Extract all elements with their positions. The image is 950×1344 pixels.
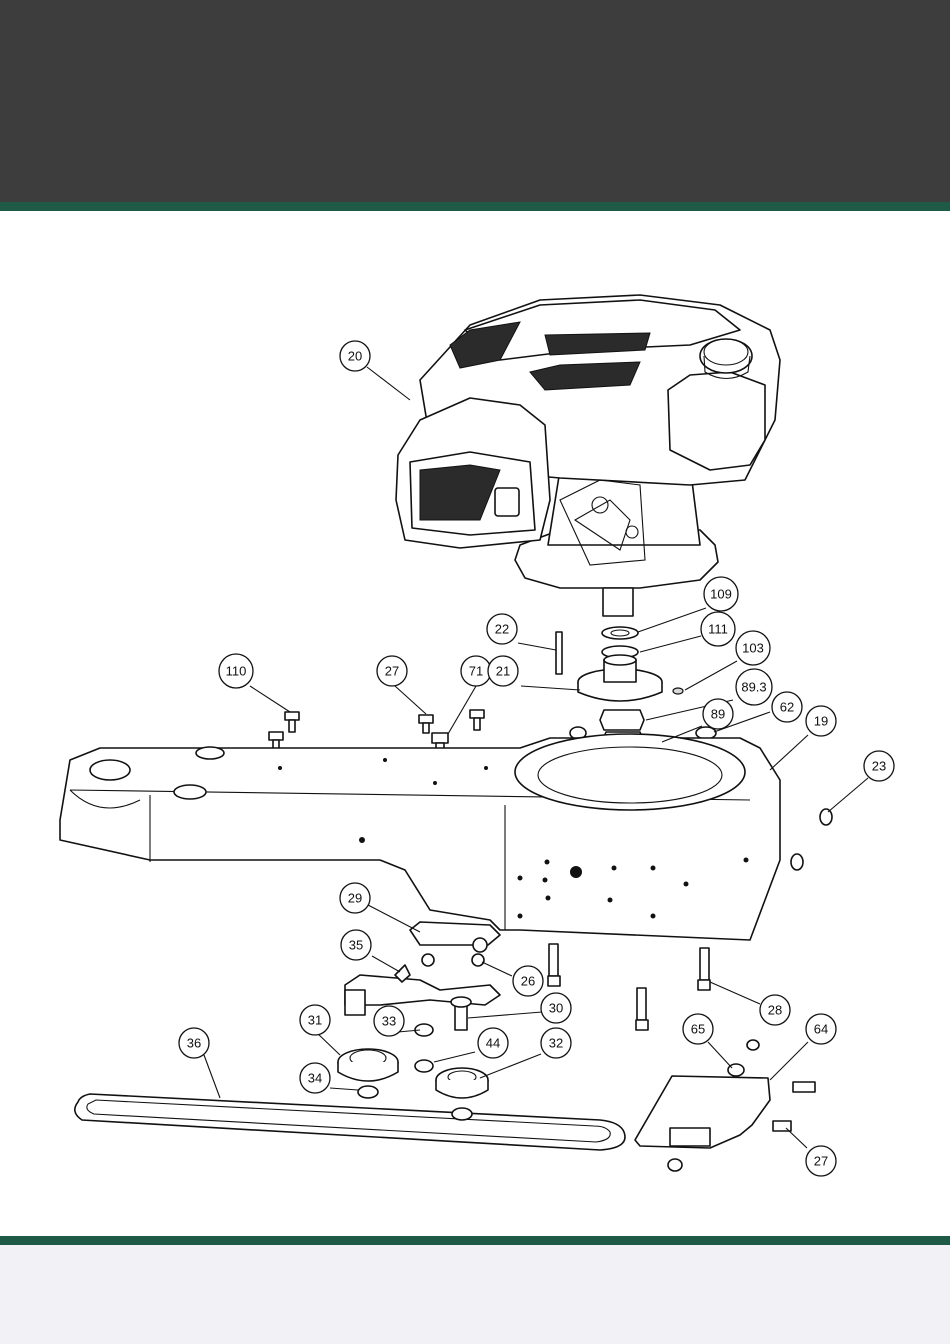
- callout-36: 36: [179, 1028, 209, 1058]
- callout-62: 62: [772, 692, 802, 722]
- svg-text:111: 111: [708, 622, 728, 637]
- engine: [396, 295, 780, 616]
- svg-text:89.3: 89.3: [741, 680, 766, 695]
- callout-64: 64: [806, 1014, 836, 1044]
- callout-23: 23: [864, 751, 894, 781]
- svg-text:20: 20: [348, 349, 362, 364]
- callout-28: 28: [760, 995, 790, 1025]
- callout-29: 29: [340, 883, 370, 913]
- svg-text:36: 36: [187, 1036, 201, 1051]
- svg-text:110: 110: [226, 664, 247, 679]
- svg-text:28: 28: [768, 1003, 782, 1018]
- svg-text:62: 62: [780, 700, 794, 715]
- callout-27-top: 27: [377, 656, 407, 686]
- callout-103: 103: [736, 631, 770, 665]
- svg-text:19: 19: [814, 714, 828, 729]
- callout-110: 110: [219, 654, 253, 688]
- callout-71: 71: [461, 656, 491, 686]
- svg-text:32: 32: [549, 1036, 563, 1051]
- svg-text:22: 22: [495, 622, 509, 637]
- svg-text:109: 109: [710, 587, 732, 602]
- svg-text:65: 65: [691, 1022, 705, 1037]
- callout-35: 35: [341, 930, 371, 960]
- svg-text:27: 27: [814, 1154, 828, 1169]
- svg-text:23: 23: [872, 759, 886, 774]
- drive-belt: [75, 1094, 625, 1150]
- svg-text:26: 26: [521, 974, 535, 989]
- svg-text:33: 33: [382, 1014, 396, 1029]
- callout-20: 20: [340, 341, 370, 371]
- callout-31: 31: [300, 1005, 330, 1035]
- svg-text:64: 64: [814, 1022, 828, 1037]
- callout-34: 34: [300, 1063, 330, 1093]
- svg-text:31: 31: [308, 1013, 322, 1028]
- callout-32: 32: [541, 1028, 571, 1058]
- svg-text:21: 21: [496, 664, 510, 679]
- callout-21: 21: [488, 656, 518, 686]
- callout-22: 22: [487, 614, 517, 644]
- callout-89: 89: [703, 699, 733, 729]
- callout-109: 109: [704, 577, 738, 611]
- callout-27-bottom: 27: [806, 1146, 836, 1176]
- svg-text:29: 29: [348, 891, 362, 906]
- svg-text:27: 27: [385, 664, 399, 679]
- svg-text:30: 30: [549, 1001, 563, 1016]
- svg-text:89: 89: [711, 707, 725, 722]
- callout-111: 111: [701, 612, 735, 646]
- callout-33: 33: [374, 1006, 404, 1036]
- callout-26: 26: [513, 966, 543, 996]
- callout-30: 30: [541, 993, 571, 1023]
- svg-text:35: 35: [349, 938, 363, 953]
- svg-text:34: 34: [308, 1071, 322, 1086]
- svg-text:71: 71: [469, 664, 483, 679]
- svg-text:103: 103: [742, 641, 764, 656]
- chassis: [60, 734, 832, 940]
- callout-44: 44: [478, 1028, 508, 1058]
- callout-65: 65: [683, 1014, 713, 1044]
- callout-89-3: 89.3: [736, 669, 772, 705]
- svg-text:44: 44: [486, 1036, 500, 1051]
- callout-19: 19: [806, 706, 836, 736]
